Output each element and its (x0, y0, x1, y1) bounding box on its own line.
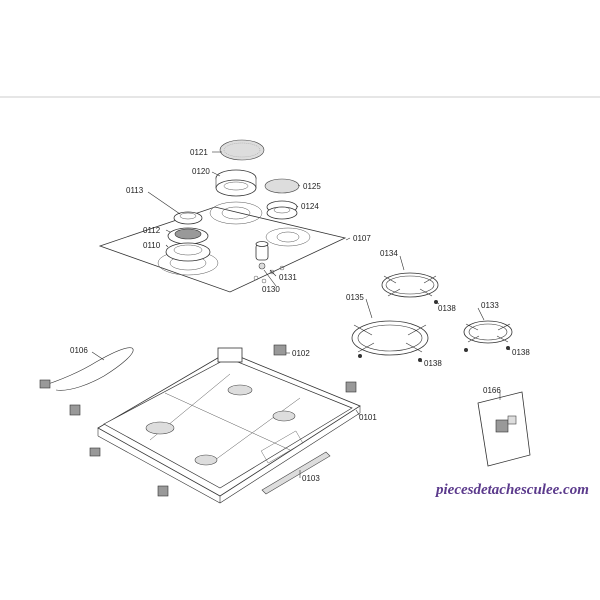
label-0103: 0103 (302, 474, 320, 483)
injector-kit-0166 (477, 391, 531, 467)
clip-0102 (273, 344, 287, 356)
label-0124: 0124 (301, 202, 319, 211)
burner-cap-small (264, 178, 300, 194)
burner-cap-large (219, 139, 265, 161)
leader-lines (91, 151, 511, 478)
injector-parts (255, 241, 269, 270)
pan-support-0135 (351, 320, 429, 362)
label-0131: 0131 (279, 273, 297, 282)
burner-stack-wok (165, 211, 211, 262)
label-0107: 0107 (353, 234, 371, 243)
label-0133: 0133 (481, 301, 499, 310)
label-0130: 0130 (262, 285, 280, 294)
clip-0101-side (345, 381, 357, 393)
label-0101: 0101 (359, 413, 377, 422)
label-0112: 0112 (143, 226, 161, 235)
label-0102: 0102 (292, 349, 310, 358)
pan-support-0133 (463, 320, 513, 352)
label-0135: 0135 (346, 293, 364, 302)
pan-support-0134 (381, 272, 439, 304)
label-0138-b: 0138 (512, 348, 530, 357)
label-0134: 0134 (380, 249, 398, 258)
label-0113: 0113 (126, 186, 144, 195)
label-0106: 0106 (70, 346, 88, 355)
base-tray (97, 347, 361, 504)
label-0138-c: 0138 (424, 359, 442, 368)
burner-head-large (215, 169, 257, 197)
label-0110: 0110 (143, 241, 161, 250)
label-0120: 0120 (192, 167, 210, 176)
burner-head-small (266, 200, 298, 220)
power-cable (39, 347, 134, 391)
label-0121: 0121 (190, 148, 208, 157)
seal-strip-0103 (261, 451, 331, 495)
watermark: piecesdetachesculee.com (434, 482, 589, 498)
cooktop-plate (98, 201, 347, 293)
label-0166: 0166 (483, 386, 501, 395)
clip-left (69, 404, 169, 497)
label-0138-a: 0138 (438, 304, 456, 313)
label-0125: 0125 (303, 182, 321, 191)
